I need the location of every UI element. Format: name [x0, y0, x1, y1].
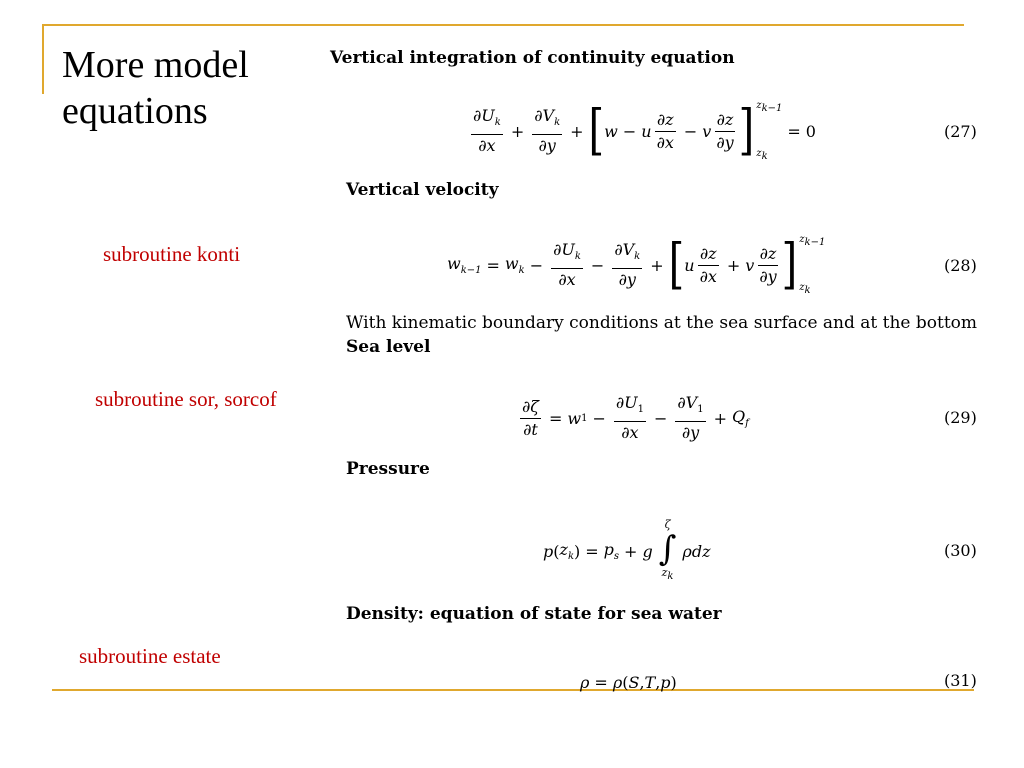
equation-31: ρ=ρ(S, T, p)	[580, 672, 677, 692]
label-konti: subroutine konti	[103, 242, 241, 266]
heading-continuity: Vertical integration of continuity equat…	[330, 48, 735, 68]
equation-30: p(zk)=ps+g ζ∫zk ρdz	[543, 517, 711, 583]
label-estate: subroutine estate	[79, 644, 221, 668]
heading-pressure: Pressure	[346, 459, 430, 479]
eq-number-27: (27)	[944, 122, 977, 141]
kinematic-text: With kinematic boundary conditions at th…	[346, 313, 978, 333]
title-left-rule	[42, 24, 44, 94]
equation-28: wk−1=wk− ∂Uk∂x − ∂Vk∂y + [ u ∂z∂x +v ∂z∂…	[447, 233, 826, 297]
title-top-rule	[42, 24, 964, 26]
eq-number-31: (31)	[944, 671, 977, 690]
eq-number-29: (29)	[944, 408, 977, 427]
slide-title: More model equations	[62, 44, 249, 132]
footer-rule	[52, 689, 974, 691]
label-sor-sorcof: subroutine sor, sorcof	[95, 387, 277, 411]
heading-sea-level: Sea level	[346, 337, 431, 357]
eq-number-30: (30)	[944, 541, 977, 560]
heading-vertical-velocity: Vertical velocity	[346, 180, 499, 200]
equation-27: ∂Uk∂x + ∂Vk∂y + [ w−u ∂z∂x −v ∂z∂y ] zk−…	[471, 99, 816, 163]
heading-density: Density: equation of state for sea water	[346, 604, 722, 624]
eq-number-28: (28)	[944, 256, 977, 275]
